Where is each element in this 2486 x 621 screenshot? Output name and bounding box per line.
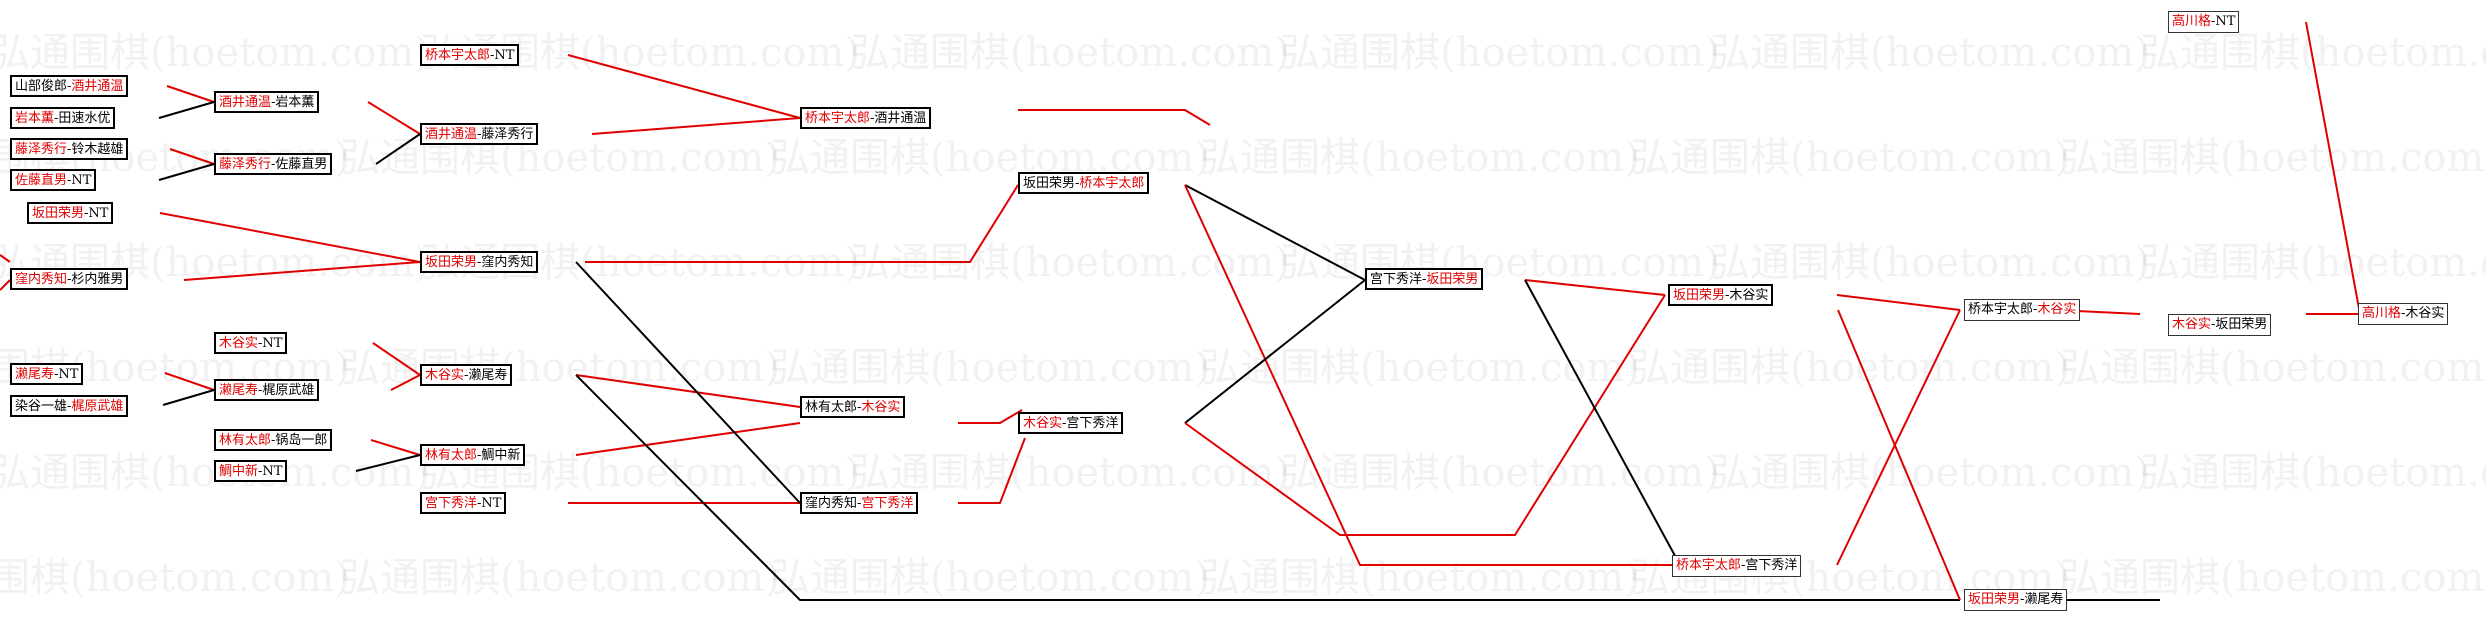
match-node[interactable]: 宫下秀洋-NT — [420, 492, 507, 514]
connector-line — [2305, 21, 2361, 315]
connector-line — [575, 422, 801, 456]
match-node[interactable]: 林有太郎-木谷实 — [800, 396, 906, 418]
connector-line — [1184, 279, 1366, 424]
connector-line — [1836, 294, 1961, 311]
match-node[interactable]: 木谷实-宫下秀洋 — [1018, 412, 1124, 434]
connector-line — [958, 437, 1026, 504]
match-node[interactable]: 酒井通温-岩本薫 — [214, 91, 320, 113]
match-node[interactable]: 林有太郎-鯛中新 — [420, 444, 526, 466]
match-node[interactable]: 染谷一雄-梶原武雄 — [10, 395, 129, 417]
connector-line — [158, 163, 215, 181]
connector-line — [1184, 184, 1366, 281]
connector-line — [372, 342, 421, 376]
match-node[interactable]: 桥本宇太郎-NT — [420, 44, 520, 66]
connector-line — [159, 212, 421, 263]
connector-line — [355, 454, 421, 472]
connector-line — [375, 133, 421, 165]
connector-line — [1524, 279, 1666, 296]
match-node[interactable]: 酒井通温-藤泽秀行 — [420, 123, 539, 145]
connector-line — [1837, 309, 1961, 601]
match-node[interactable]: 坂田荣男-NT — [27, 202, 114, 224]
connector-line — [390, 374, 421, 391]
match-node[interactable]: 濑尾寿-NT — [10, 363, 84, 385]
connector-line — [1836, 309, 1961, 566]
match-node[interactable]: 木谷实-NT — [214, 332, 288, 354]
match-node[interactable]: 岩本薫-田速水优 — [10, 107, 116, 129]
connector-line — [575, 261, 801, 504]
match-node[interactable]: 藤泽秀行-铃木越雄 — [10, 138, 129, 160]
connector-line — [567, 54, 801, 119]
match-node[interactable]: 濑尾寿-梶原武雄 — [214, 379, 320, 401]
match-node[interactable]: 坂田荣男-窪内秀知 — [420, 251, 539, 273]
match-node[interactable]: 木谷实-濑尾寿 — [420, 364, 513, 386]
match-node[interactable]: 宫下秀洋-坂田荣男 — [1365, 268, 1484, 290]
connector-line — [164, 372, 215, 391]
match-node[interactable]: 桥本宇太郎-酒井通温 — [800, 107, 932, 129]
connector-line — [1524, 279, 1681, 566]
connector-line — [0, 279, 11, 291]
match-node[interactable]: 木谷实-坂田荣男 — [2168, 314, 2272, 336]
connector-line — [162, 389, 215, 406]
match-node[interactable]: 坂田荣男-木谷实 — [1668, 284, 1774, 306]
match-node[interactable]: 佐藤直男-NT — [10, 169, 97, 191]
match-node[interactable]: 桥本宇太郎-宫下秀洋 — [1672, 555, 1802, 577]
match-node[interactable]: 藤泽秀行-佐藤直男 — [214, 153, 333, 175]
connector-line — [169, 148, 215, 165]
connector-line — [183, 261, 421, 281]
match-node[interactable]: 鯛中新-NT — [214, 460, 288, 482]
match-node[interactable]: 窪内秀知-杉内雅男 — [10, 268, 129, 290]
connector-line — [575, 374, 801, 408]
match-node[interactable]: 桥本宇太郎-木谷实 — [1964, 299, 2081, 321]
connector-line — [1184, 294, 1666, 536]
connector-line — [166, 85, 215, 103]
connector-line — [1018, 109, 1211, 126]
connector-line — [575, 374, 1960, 601]
connector-line — [367, 101, 421, 135]
match-node[interactable]: 坂田荣男-桥本宇太郎 — [1018, 172, 1150, 194]
match-node[interactable]: 林有太郎-锅岛一郎 — [214, 429, 333, 451]
connector-line — [158, 101, 215, 119]
match-node[interactable]: 山部俊郎-酒井通温 — [10, 75, 129, 97]
connector-line — [585, 184, 1019, 263]
connector-line — [0, 254, 11, 263]
connector-line — [370, 439, 421, 456]
connector-line — [1184, 184, 1680, 566]
match-node[interactable]: 高川格-NT — [2168, 11, 2240, 33]
match-node[interactable]: 坂田荣男-濑尾寿 — [1964, 589, 2068, 611]
connector-line — [591, 117, 801, 135]
connector-line — [958, 409, 1023, 424]
match-node[interactable]: 高川格-木谷实 — [2358, 303, 2449, 325]
match-node[interactable]: 窪内秀知-宫下秀洋 — [800, 492, 919, 514]
